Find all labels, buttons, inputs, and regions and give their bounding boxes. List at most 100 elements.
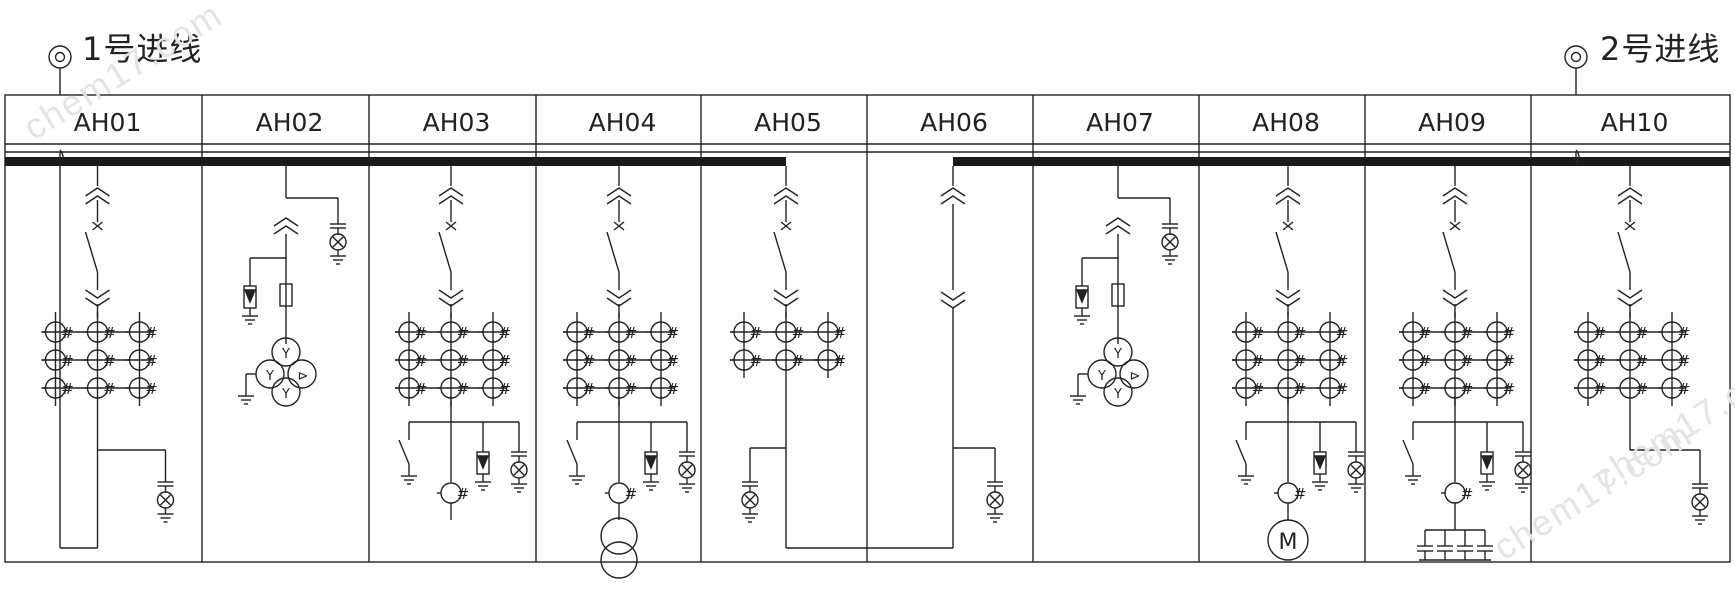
panel-id-label: AH10 bbox=[1601, 108, 1669, 137]
panel-id-label: AH01 bbox=[74, 108, 142, 137]
pt-winding-mark: Y bbox=[281, 347, 290, 362]
ct-mark-label: # bbox=[1461, 352, 1474, 370]
ct-mark-label: # bbox=[750, 324, 763, 342]
ct-mark-label: # bbox=[625, 380, 638, 398]
ct-mark-label: # bbox=[415, 352, 428, 370]
ct-mark-label: # bbox=[103, 324, 116, 342]
panel-dividers bbox=[201, 95, 1532, 562]
ct-mark-label: # bbox=[145, 324, 158, 342]
ct-mark-label: # bbox=[103, 380, 116, 398]
ct-mark-label: # bbox=[1461, 380, 1474, 398]
ct-mark-label: # bbox=[457, 380, 470, 398]
ct-mark-label: # bbox=[1336, 324, 1349, 342]
ct-mark-label: # bbox=[1336, 352, 1349, 370]
ct-mark-label: # bbox=[792, 324, 805, 342]
ct-mark-label: # bbox=[1678, 380, 1691, 398]
feeder-circuit-AH03: # # # # # # # # # # bbox=[395, 166, 528, 520]
ct-mark-label: # bbox=[667, 324, 680, 342]
ct-mark-label: # bbox=[1252, 380, 1265, 398]
ct-mark-label: # bbox=[103, 352, 116, 370]
ct-mark-label: # bbox=[1636, 324, 1649, 342]
ct-mark-label: # bbox=[625, 324, 638, 342]
ct-mark-label: # bbox=[1461, 485, 1474, 503]
ct-mark-label: # bbox=[1503, 324, 1516, 342]
ct-mark-label: # bbox=[1419, 352, 1432, 370]
panel-id-label: AH09 bbox=[1418, 108, 1486, 137]
pt-winding-mark: Y bbox=[1097, 369, 1106, 384]
ct-mark-label: # bbox=[1636, 380, 1649, 398]
pt-circuit-AH07: YYY⊳ bbox=[1070, 166, 1179, 407]
ct-mark-label: # bbox=[792, 352, 805, 370]
motor-label: M bbox=[1279, 530, 1298, 555]
ct-mark-label: # bbox=[145, 380, 158, 398]
ct-mark-label: # bbox=[1252, 352, 1265, 370]
pt-circuit-AH02: YYY⊳ bbox=[238, 166, 347, 407]
ct-mark-label: # bbox=[1636, 352, 1649, 370]
ct-mark-label: # bbox=[1336, 380, 1349, 398]
busbar-section-2 bbox=[953, 157, 1730, 166]
ct-mark-label: # bbox=[1419, 324, 1432, 342]
ct-mark-label: # bbox=[1294, 352, 1307, 370]
busbar-section-1 bbox=[5, 157, 786, 166]
ct-mark-label: # bbox=[1678, 352, 1691, 370]
ct-mark-label: # bbox=[415, 324, 428, 342]
ct-mark-label: # bbox=[499, 352, 512, 370]
panel-id-label: AH04 bbox=[589, 108, 657, 137]
ct-mark-label: # bbox=[1252, 324, 1265, 342]
ct-mark-label: # bbox=[499, 324, 512, 342]
bus-tie-isolator-AH06 bbox=[940, 166, 1004, 548]
ct-mark-label: # bbox=[61, 352, 74, 370]
incoming-circuit-AH01: # # # # # # # # # bbox=[41, 149, 175, 549]
ct-mark-label: # bbox=[750, 352, 763, 370]
panel-id-label: AH02 bbox=[256, 108, 324, 137]
ct-mark-label: # bbox=[1594, 324, 1607, 342]
ct-mark-label: # bbox=[499, 380, 512, 398]
pt-winding-mark: ⊳ bbox=[298, 369, 309, 384]
panel-id-label: AH08 bbox=[1252, 108, 1320, 137]
ct-mark-label: # bbox=[834, 352, 847, 370]
ct-mark-label: # bbox=[1461, 324, 1474, 342]
main-busbars bbox=[5, 157, 1730, 166]
ct-mark-label: # bbox=[834, 324, 847, 342]
incoming-terminal-icon bbox=[1564, 45, 1588, 95]
ct-mark-label: # bbox=[1594, 380, 1607, 398]
panel-id-label: AH07 bbox=[1086, 108, 1154, 137]
incoming-terminal-icon bbox=[48, 45, 72, 95]
ct-mark-label: # bbox=[61, 380, 74, 398]
panel-circuits: ##################YYY⊳YYY⊳##############… bbox=[41, 45, 1709, 579]
ct-mark-label: # bbox=[1503, 352, 1516, 370]
panel-id-label: AH05 bbox=[754, 108, 822, 137]
ct-mark-label: # bbox=[457, 324, 470, 342]
ct-mark-label: # bbox=[1294, 380, 1307, 398]
incoming-1-label: 1号进线 bbox=[82, 30, 203, 68]
ct-mark-label: # bbox=[625, 352, 638, 370]
ct-mark-label: # bbox=[1294, 324, 1307, 342]
feeder-circuit-AH04: ########## bbox=[563, 166, 696, 579]
ct-mark-label: # bbox=[457, 352, 470, 370]
ct-mark-label: # bbox=[1294, 485, 1307, 503]
feeder-circuit-AH09: ########## bbox=[1399, 166, 1532, 561]
ct-mark-label: # bbox=[667, 352, 680, 370]
pt-winding-mark: Y bbox=[265, 369, 274, 384]
pt-winding-mark: ⊳ bbox=[1130, 369, 1141, 384]
ct-mark-label: # bbox=[145, 352, 158, 370]
incoming-circuit-AH10: ######### bbox=[1574, 149, 1709, 525]
ct-mark-label: # bbox=[61, 324, 74, 342]
panel-id-label: AH03 bbox=[423, 108, 491, 137]
ct-mark-label: # bbox=[457, 485, 470, 503]
ct-mark-label: # bbox=[625, 485, 638, 503]
ct-mark-label: # bbox=[1419, 380, 1432, 398]
ct-mark-label: # bbox=[583, 380, 596, 398]
ct-mark-label: # bbox=[1678, 324, 1691, 342]
pt-winding-mark: Y bbox=[1113, 347, 1122, 362]
pt-winding-mark: Y bbox=[281, 387, 290, 402]
incoming-2-label: 2号进线 bbox=[1600, 30, 1721, 68]
ct-mark-label: # bbox=[415, 380, 428, 398]
bus-tie-circuit-AH05: # # # # # # bbox=[730, 166, 953, 549]
panel-headers: AH01 AH02 AH03 AH04 AH05 AH06 AH07 AH08 AH09 AH10 bbox=[74, 108, 1669, 137]
pt-winding-mark: Y bbox=[1113, 387, 1122, 402]
ct-mark-label: # bbox=[667, 380, 680, 398]
ct-mark-label: # bbox=[583, 352, 596, 370]
panel-id-label: AH06 bbox=[920, 108, 988, 137]
